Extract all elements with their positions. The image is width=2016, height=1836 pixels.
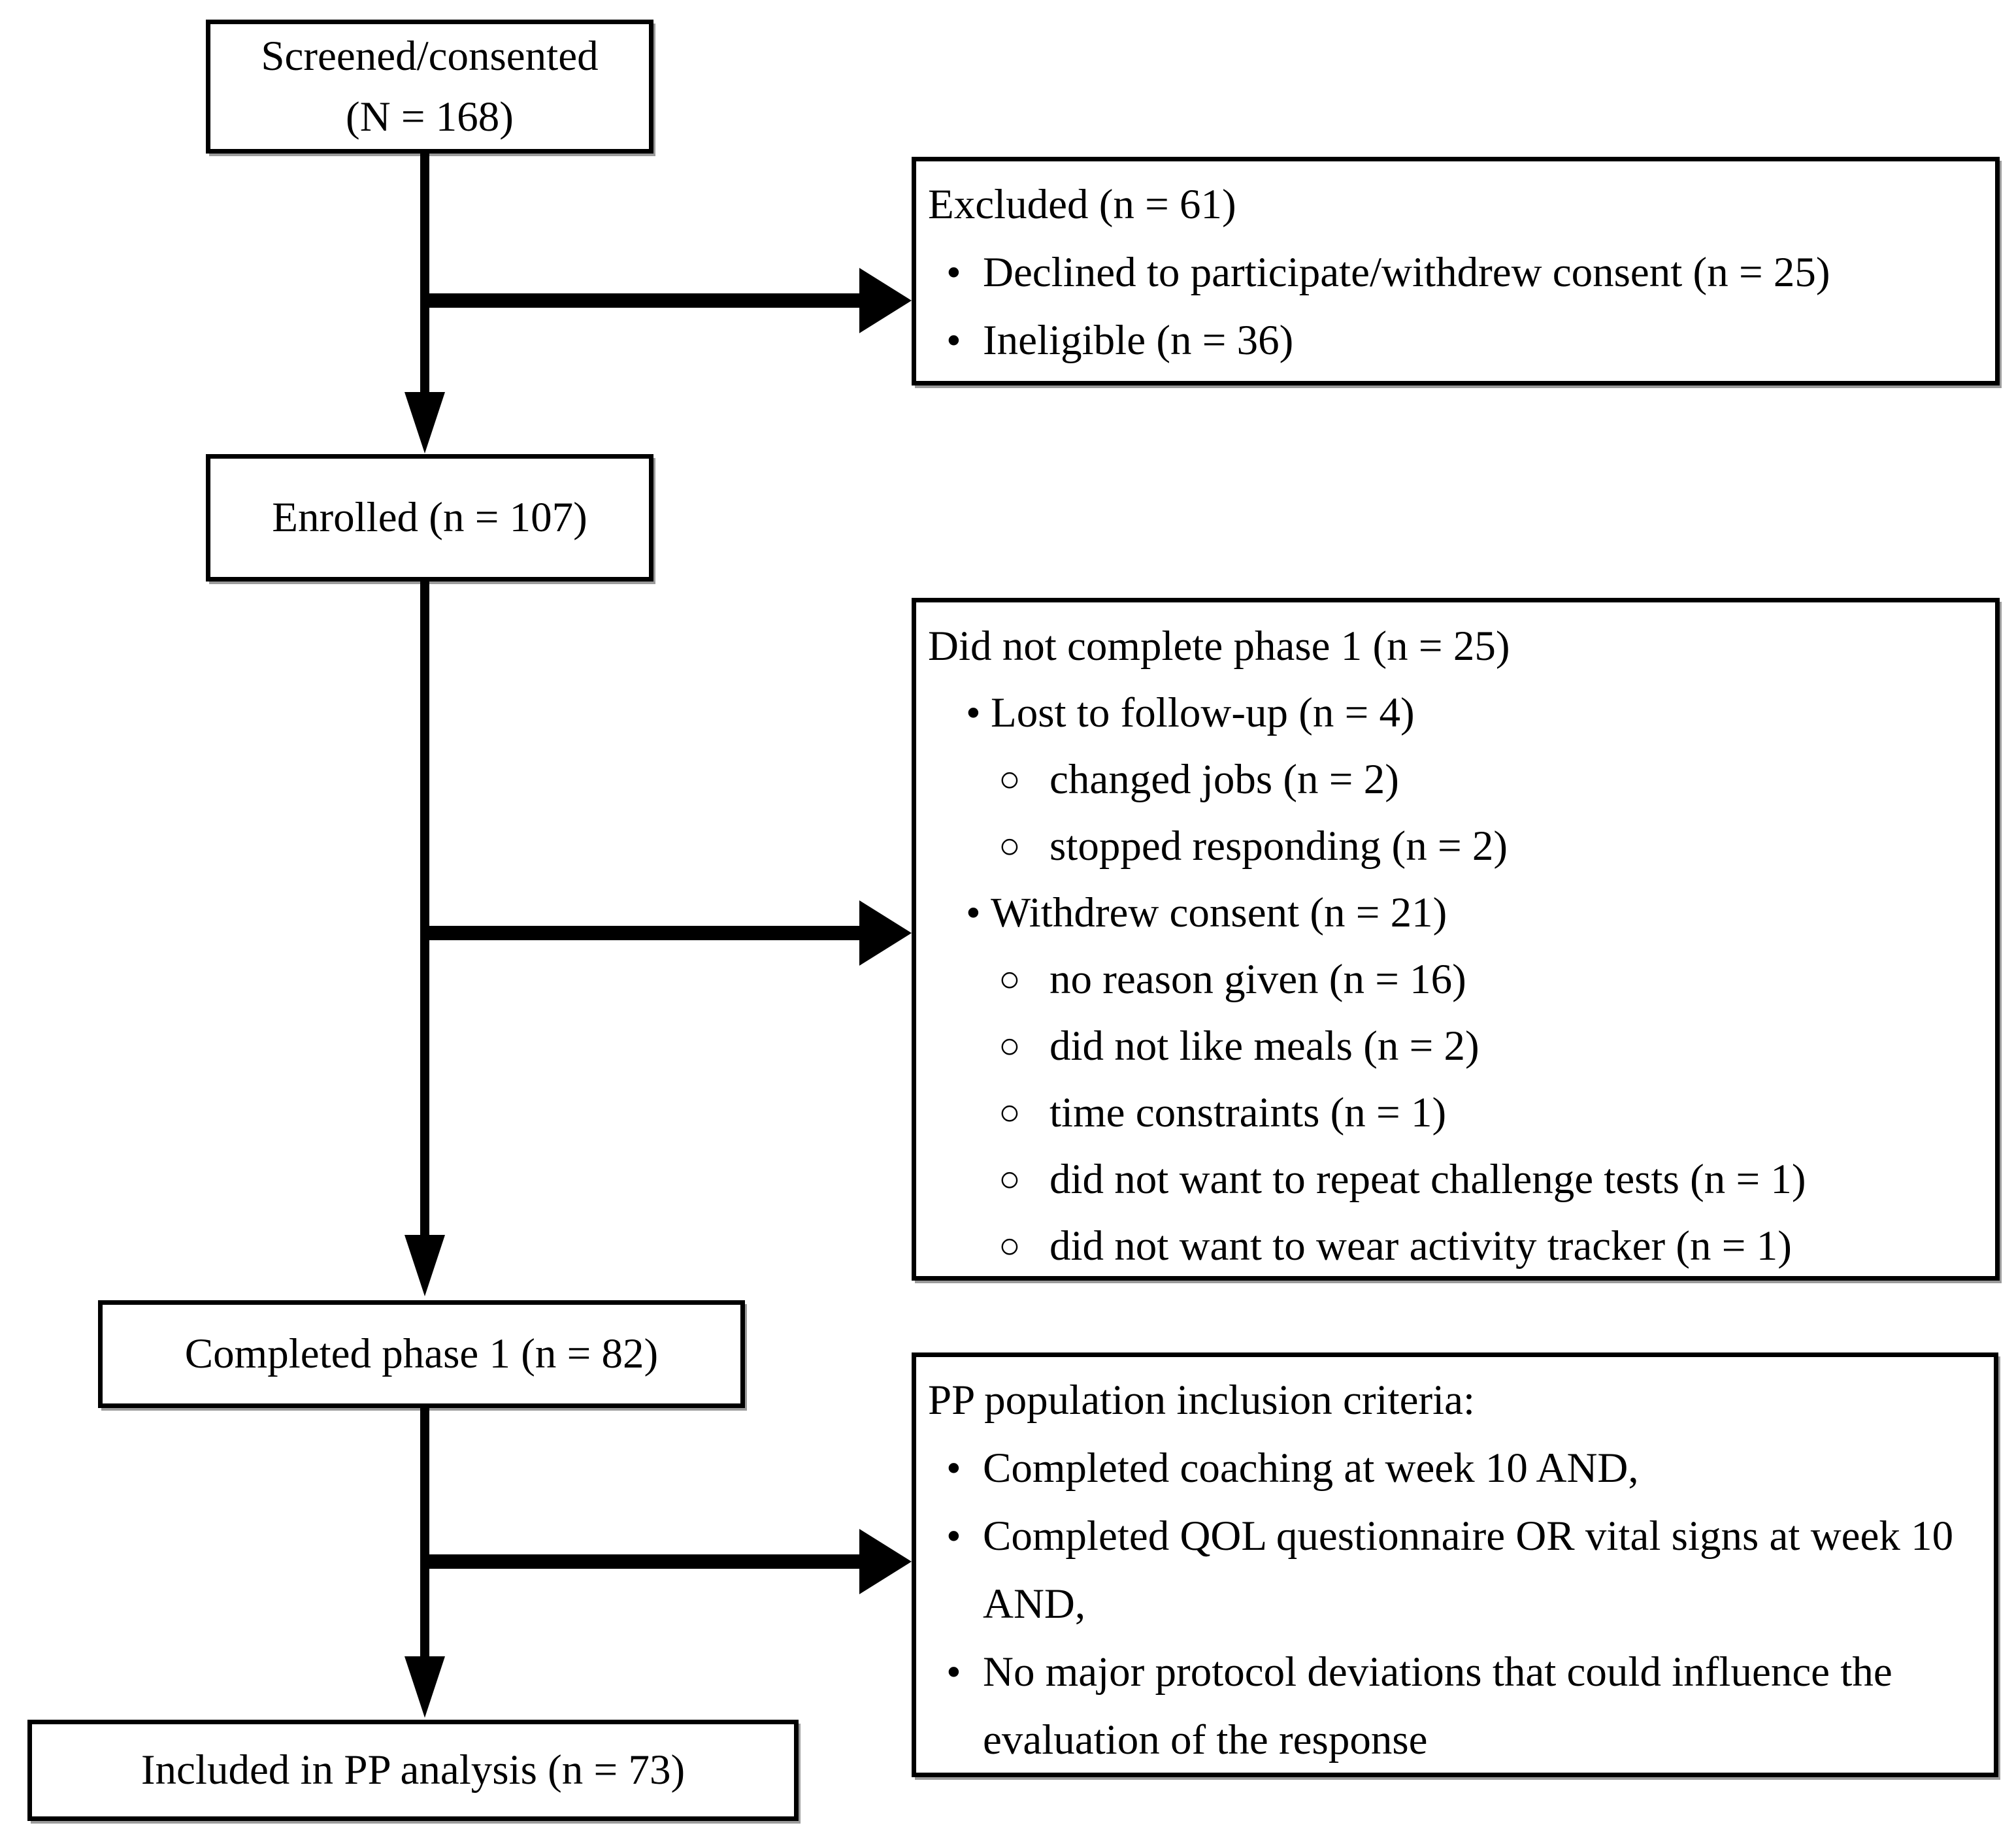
bullet-icon: • bbox=[966, 689, 981, 736]
list-item: ○ did not want to wear activity tracker … bbox=[928, 1213, 1975, 1279]
list-item: • No major protocol deviations that coul… bbox=[928, 1638, 1974, 1774]
circle-bullet-icon: ○ bbox=[999, 759, 1021, 800]
screened-box: Screened/consented (N = 168) bbox=[206, 20, 653, 154]
enrolled-box: Enrolled (n = 107) bbox=[206, 454, 653, 582]
pp-criteria-title: PP population inclusion criteria: bbox=[928, 1377, 1476, 1424]
bullet-icon: • bbox=[946, 317, 961, 364]
circle-bullet-icon: ○ bbox=[999, 1026, 1021, 1066]
included-pp-label: Included in PP analysis (n = 73) bbox=[140, 1746, 686, 1794]
list-item: • Completed QOL questionnaire OR vital s… bbox=[928, 1502, 1974, 1638]
pp-criteria-box: PP population inclusion criteria: • Comp… bbox=[912, 1352, 1998, 1777]
list-item: • Completed coaching at week 10 AND, bbox=[928, 1434, 1974, 1502]
arrow-shaft bbox=[420, 582, 429, 1237]
list-item: • Withdrew consent (n = 21) bbox=[928, 879, 1975, 946]
included-pp-box: Included in PP analysis (n = 73) bbox=[27, 1720, 799, 1821]
screened-title: Screened/consented bbox=[261, 33, 599, 80]
list-item: ○ no reason given (n = 16) bbox=[928, 946, 1975, 1013]
arrow-shaft bbox=[420, 926, 865, 940]
list-item-text: Ineligible (n = 36) bbox=[983, 317, 1294, 364]
arrow-shaft bbox=[420, 1408, 429, 1658]
excluded-title: Excluded (n = 61) bbox=[928, 181, 1236, 228]
list-item-text: time constraints (n = 1) bbox=[1049, 1089, 1447, 1136]
arrowhead-down-icon bbox=[405, 392, 445, 453]
list-item-text: Declined to participate/withdrew consent… bbox=[983, 249, 1830, 296]
circle-bullet-icon: ○ bbox=[999, 1092, 1021, 1133]
arrowhead-right-icon bbox=[859, 268, 912, 333]
arrowhead-down-icon bbox=[405, 1656, 445, 1718]
list-item-text: did not like meals (n = 2) bbox=[1049, 1023, 1479, 1070]
list-item: ○ time constraints (n = 1) bbox=[928, 1079, 1975, 1146]
bullet-icon: • bbox=[946, 1513, 961, 1560]
enrolled-label: Enrolled (n = 107) bbox=[272, 494, 587, 542]
list-item-text: changed jobs (n = 2) bbox=[1049, 756, 1399, 803]
list-item-text: Completed QOL questionnaire OR vital sig… bbox=[983, 1513, 1954, 1628]
completed-phase1-label: Completed phase 1 (n = 82) bbox=[184, 1330, 659, 1378]
list-item: • Ineligible (n = 36) bbox=[928, 306, 1975, 374]
list-item-text: stopped responding (n = 2) bbox=[1049, 823, 1508, 870]
list-item-text: No major protocol deviations that could … bbox=[983, 1648, 1892, 1763]
list-item-text: Withdrew consent (n = 21) bbox=[991, 889, 1447, 936]
excluded-box: Excluded (n = 61) • Declined to particip… bbox=[912, 157, 2000, 385]
did-not-complete-title: Did not complete phase 1 (n = 25) bbox=[928, 623, 1510, 670]
arrow-shaft bbox=[420, 1554, 865, 1569]
bullet-icon: • bbox=[966, 889, 981, 936]
screened-count: (N = 168) bbox=[346, 93, 514, 140]
list-item: • Lost to follow-up (n = 4) bbox=[928, 680, 1975, 746]
bullet-icon: • bbox=[946, 1648, 961, 1696]
list-item-text: did not want to wear activity tracker (n… bbox=[1049, 1222, 1792, 1270]
list-item: ○ changed jobs (n = 2) bbox=[928, 746, 1975, 813]
circle-bullet-icon: ○ bbox=[999, 826, 1021, 866]
list-item-text: Lost to follow-up (n = 4) bbox=[991, 689, 1415, 736]
list-item: • Declined to participate/withdrew conse… bbox=[928, 238, 1975, 306]
arrowhead-down-icon bbox=[405, 1235, 445, 1296]
circle-bullet-icon: ○ bbox=[999, 959, 1021, 1000]
arrowhead-right-icon bbox=[859, 900, 912, 966]
completed-phase1-box: Completed phase 1 (n = 82) bbox=[98, 1300, 745, 1408]
circle-bullet-icon: ○ bbox=[999, 1159, 1021, 1200]
list-item-text: no reason given (n = 16) bbox=[1049, 956, 1466, 1003]
circle-bullet-icon: ○ bbox=[999, 1226, 1021, 1266]
bullet-icon: • bbox=[946, 249, 961, 296]
list-item: ○ did not want to repeat challenge tests… bbox=[928, 1146, 1975, 1213]
list-item: ○ stopped responding (n = 2) bbox=[928, 813, 1975, 879]
list-item-text: did not want to repeat challenge tests (… bbox=[1049, 1156, 1806, 1203]
arrowhead-right-icon bbox=[859, 1529, 912, 1594]
did-not-complete-box: Did not complete phase 1 (n = 25) • Lost… bbox=[912, 598, 2000, 1281]
list-item-text: Completed coaching at week 10 AND, bbox=[983, 1445, 1639, 1492]
arrow-shaft bbox=[420, 154, 429, 394]
list-item: ○ did not like meals (n = 2) bbox=[928, 1013, 1975, 1079]
bullet-icon: • bbox=[946, 1445, 961, 1492]
arrow-shaft bbox=[420, 293, 865, 308]
